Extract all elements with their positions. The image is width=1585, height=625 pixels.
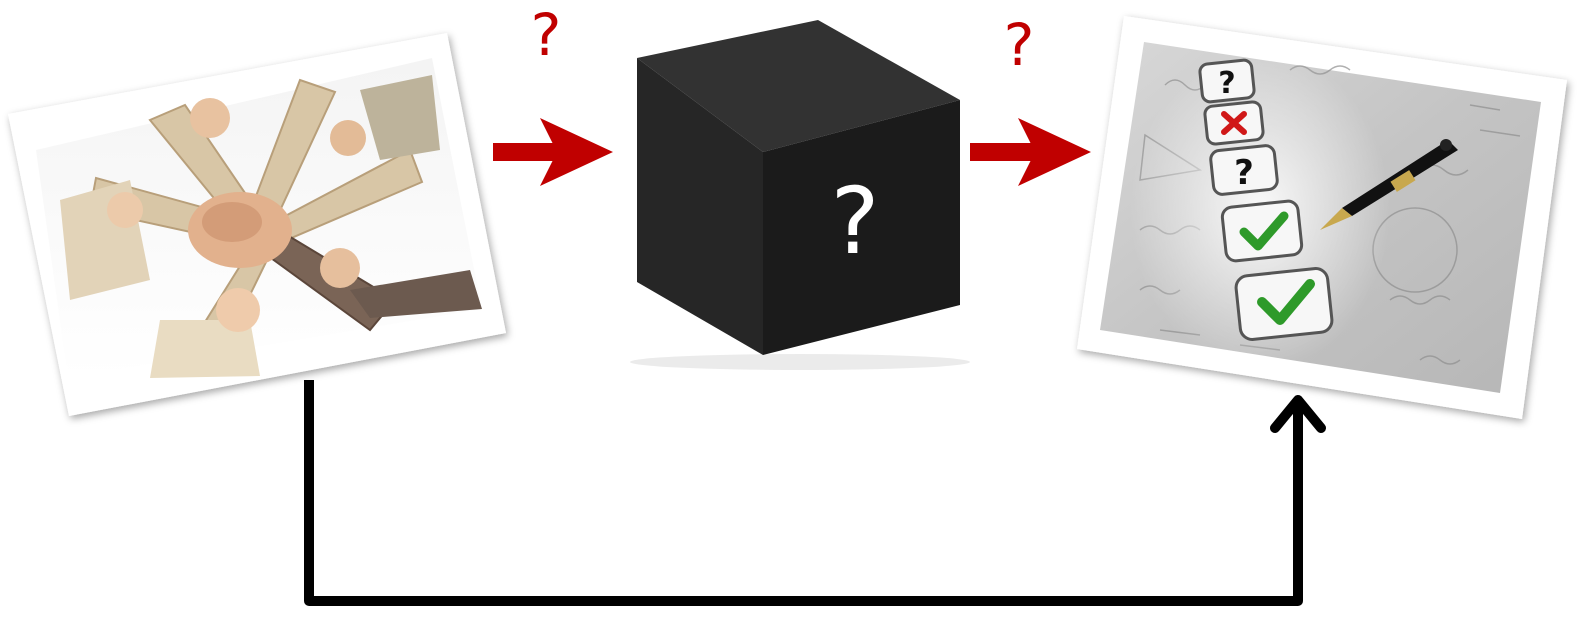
red-arrow-right-icon bbox=[493, 118, 613, 186]
checklist-photo: ? ? bbox=[1077, 16, 1567, 419]
checklist-item bbox=[1235, 267, 1333, 340]
checklist-item: ? bbox=[1199, 59, 1255, 102]
svg-text:?: ? bbox=[1234, 153, 1254, 193]
face bbox=[107, 192, 143, 228]
checklist-item: ? bbox=[1210, 145, 1278, 195]
black-box bbox=[630, 20, 970, 370]
checklist-item bbox=[1204, 101, 1264, 145]
checklist-item bbox=[1221, 200, 1302, 262]
face bbox=[216, 288, 260, 332]
red-arrow-right-icon bbox=[970, 118, 1091, 186]
face bbox=[190, 98, 230, 138]
svg-text:?: ? bbox=[1218, 66, 1235, 101]
face bbox=[320, 248, 360, 288]
team-photo bbox=[8, 33, 506, 416]
face bbox=[330, 120, 366, 156]
black-elbow-arrow-up-icon bbox=[309, 380, 1321, 601]
